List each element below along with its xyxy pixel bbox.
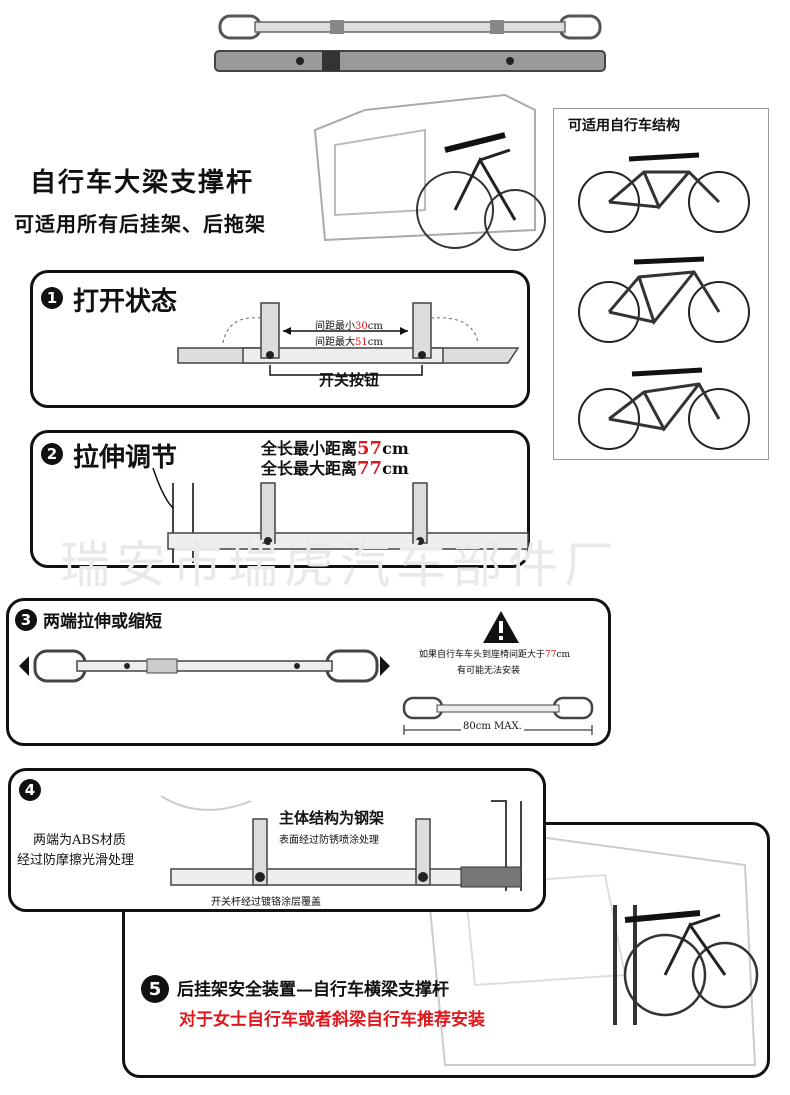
page-subtitle: 可适用所有后挂架、后拖架	[14, 212, 266, 236]
panel-material: 4 两端为ABS材质 经过防摩擦光滑处理 主体结构为钢架 表面经过防锈喷涂处理 …	[8, 768, 546, 912]
car-bike-sketch-icon	[313, 93, 546, 251]
step-number-4: 4	[19, 779, 41, 801]
bar-open-diagram-icon	[177, 302, 520, 376]
warning-text-line2: 有可能无法安装	[457, 666, 521, 676]
panel2-title: 拉伸调节	[73, 443, 178, 473]
panel-stretch-adjust: 2 拉伸调节 全长最小距离57cm 全长最大距离77cm	[30, 430, 530, 568]
panel3-title: 两端拉伸或缩短	[43, 612, 162, 632]
switch-coating-note: 开关杆经过镀铬涂层覆盖	[211, 897, 321, 908]
panel1-title: 打开状态	[73, 287, 178, 317]
step-number-5: 5	[141, 975, 169, 1003]
bike-frame-2-icon	[578, 256, 750, 343]
bike-structure-box: 可适用自行车结构	[553, 108, 769, 460]
steel-frame-line1: 主体结构为钢架	[279, 809, 385, 827]
step-number-3: 3	[15, 609, 37, 631]
bar-material-diagram-icon	[160, 795, 522, 891]
steel-frame-line2: 表面经过防锈喷涂处理	[279, 835, 379, 846]
panel5-line2: 对于女士自行车或者斜梁自行车推荐安装	[179, 1010, 485, 1030]
warning-icon	[483, 611, 519, 643]
length-min-text: 全长最小距离57cm	[261, 438, 409, 459]
bar-stretch-diagram-icon	[152, 467, 529, 563]
spacing-max-text: 间距最大51cm	[315, 337, 383, 348]
bike-box-title: 可适用自行车结构	[568, 118, 680, 134]
length-max-text: 全长最大距离77cm	[261, 458, 409, 479]
product-bar-top-icon	[214, 14, 606, 72]
switch-button-label: 开关按钮	[319, 371, 380, 389]
abs-material-line1: 两端为ABS材质	[33, 833, 126, 848]
panel-extend-shorten: 3 两端拉伸或缩短 如果自行车车头到座椅间距大于77cm 有可能无法安装 80c…	[6, 598, 611, 746]
step-number-1: 1	[41, 287, 63, 309]
abs-material-line2: 经过防摩擦光滑处理	[17, 853, 135, 868]
bike-frame-1-icon	[578, 152, 750, 233]
page-title: 自行车大梁支撑杆	[30, 168, 255, 198]
spacing-min-text: 间距最小30cm	[315, 321, 383, 332]
max-length-label: 80cm MAX.	[461, 721, 524, 732]
bar-extend-diagram-icon	[19, 649, 390, 683]
bar-max-diagram-icon	[402, 696, 594, 735]
panel-open-state: 1 打开状态 间距最小30cm 间距最大51cm 开关按钮	[30, 270, 530, 408]
warning-text-line1: 如果自行车车头到座椅间距大于77cm	[419, 650, 571, 660]
watermark-text: 瑞安市瑞虎汽车部件厂	[60, 536, 620, 594]
bike-frame-3-icon	[578, 367, 750, 450]
panel5-line1: 后挂架安全装置—自行车横梁支撑杆	[177, 980, 449, 1000]
step-number-2: 2	[41, 443, 63, 465]
